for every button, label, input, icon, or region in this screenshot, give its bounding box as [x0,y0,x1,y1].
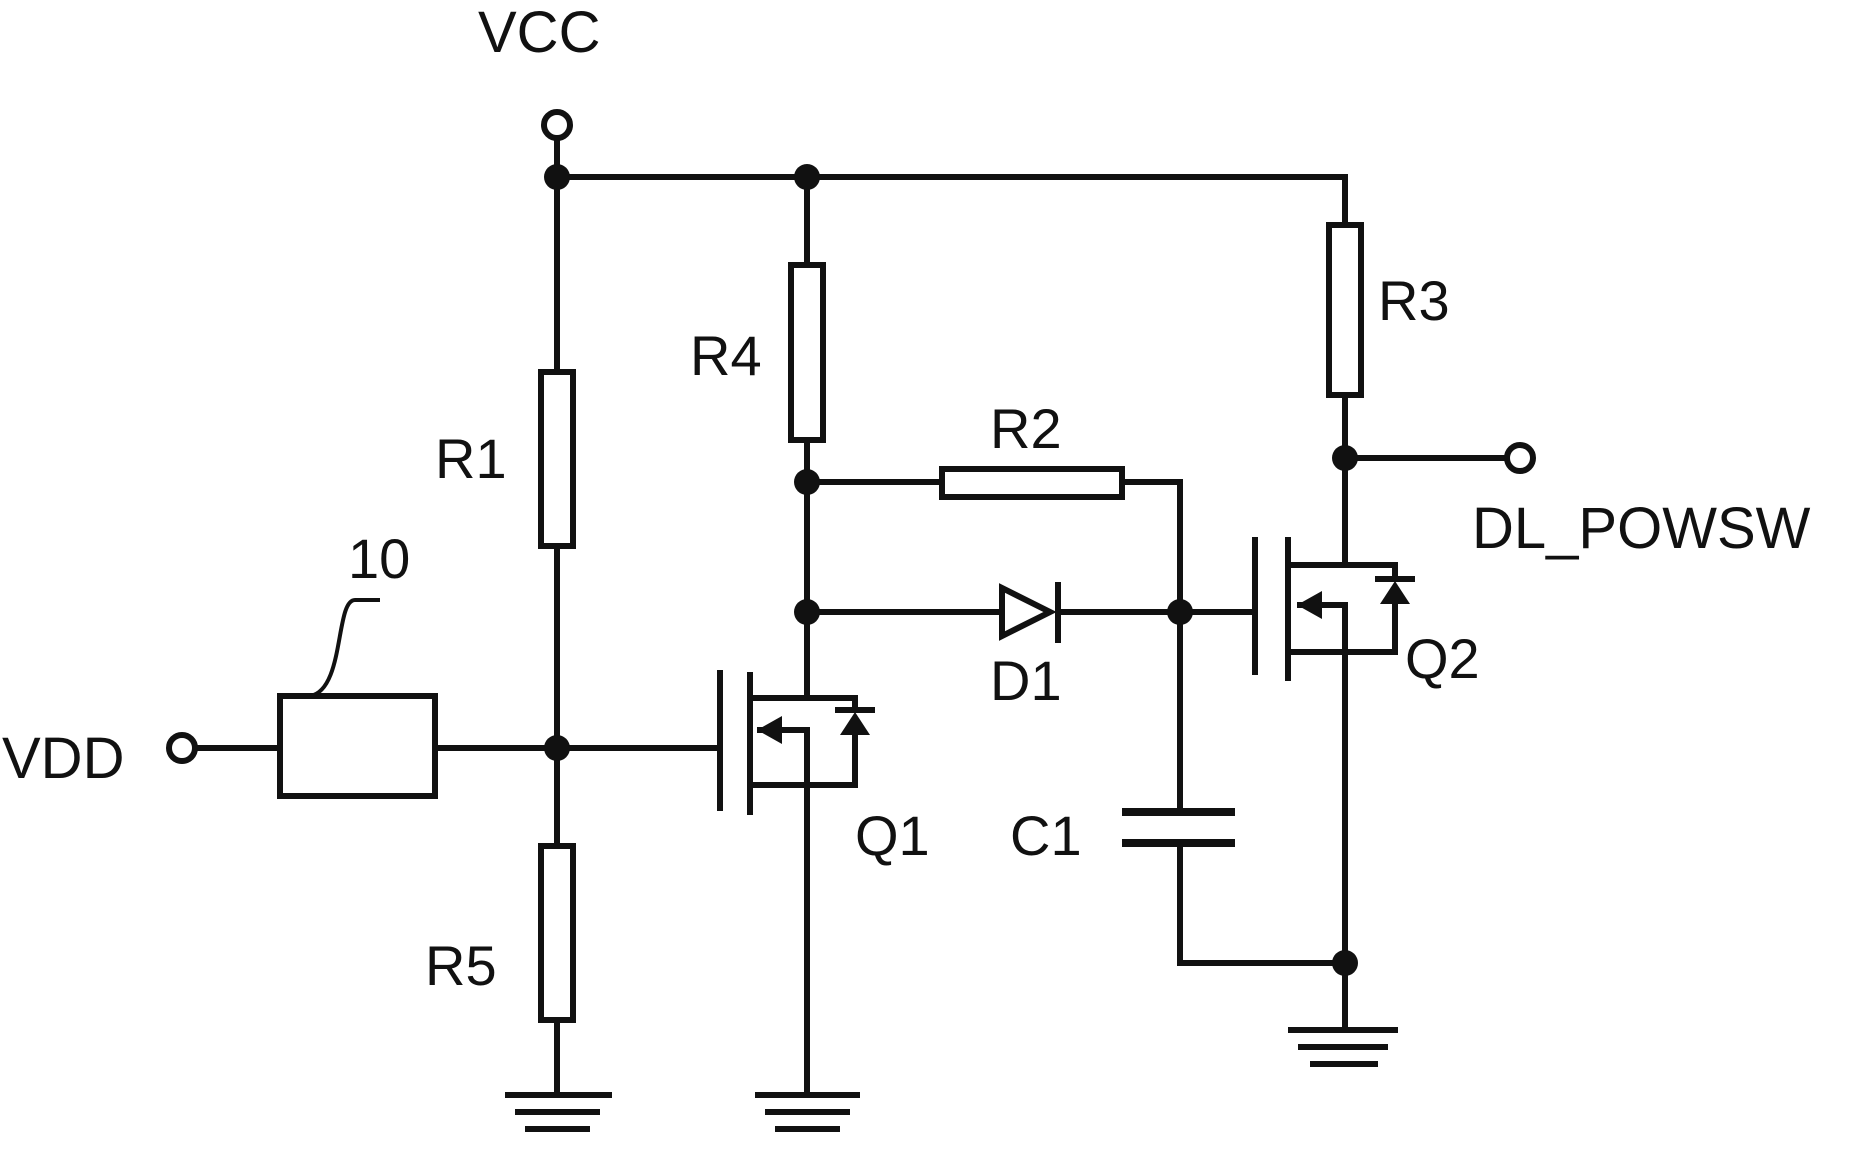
q2-body-lead [1297,602,1348,655]
vcc-terminal [541,109,573,141]
r2-right-wire [1119,479,1183,615]
dl-powsw-terminal [1504,442,1536,474]
vdd-terminal [166,732,198,764]
q1-body-arrow [757,716,782,744]
q1-body-lead [757,727,810,788]
r4-label: R4 [690,324,762,387]
junction-dot [1167,599,1193,625]
q2-drain-lead [1287,562,1398,581]
capacitor-c1 [1122,808,1235,847]
r5-label: R5 [425,934,497,997]
resistor-r4 [788,262,826,443]
resistor-r1 [538,369,576,549]
junction-dot [794,469,820,495]
junction-dot [544,735,570,761]
diode-d1 [999,582,1061,643]
q2-body-diode [1380,581,1410,604]
resistor-r2 [939,466,1125,500]
junctions [544,164,1358,976]
vcc-label: VCC [478,0,600,65]
q1-drain-lead [749,695,858,713]
c1-bottom-wire [1177,840,1348,966]
wires [192,137,1508,1098]
r3-label: R3 [1378,269,1450,332]
mosfet-q2 [1252,537,1415,681]
vdd-label: VDD [2,726,124,791]
junction-dot [794,599,820,625]
q1-body-diode [840,712,870,735]
q1-source-lead [749,734,858,788]
q2-label: Q2 [1405,627,1480,690]
resistor-r5 [538,843,576,1023]
d1-label: D1 [990,649,1062,712]
ground-left [505,1092,612,1132]
dl-powsw-label: DL_POWSW [1472,496,1811,561]
block-10 [277,693,438,799]
r1-label: R1 [435,427,507,490]
mosfet-q1 [717,670,875,815]
resistor-r3 [1326,222,1364,398]
junction-dot [794,164,820,190]
block-10-label: 10 [348,527,410,590]
junction-dot [1332,950,1358,976]
q2-body-arrow [1297,591,1322,619]
ground-right [1288,1027,1398,1067]
c1-label: C1 [1010,804,1082,867]
block-10-leader-line [309,598,380,698]
r2-label: R2 [990,397,1062,460]
junction-dot [544,164,570,190]
q2-source-lead [1287,602,1398,655]
diode-d1-body [999,583,1057,641]
junction-dot [1332,445,1358,471]
ground-middle [755,1092,860,1132]
q1-label: Q1 [855,804,930,867]
vcc-rail-wire [554,174,1348,228]
